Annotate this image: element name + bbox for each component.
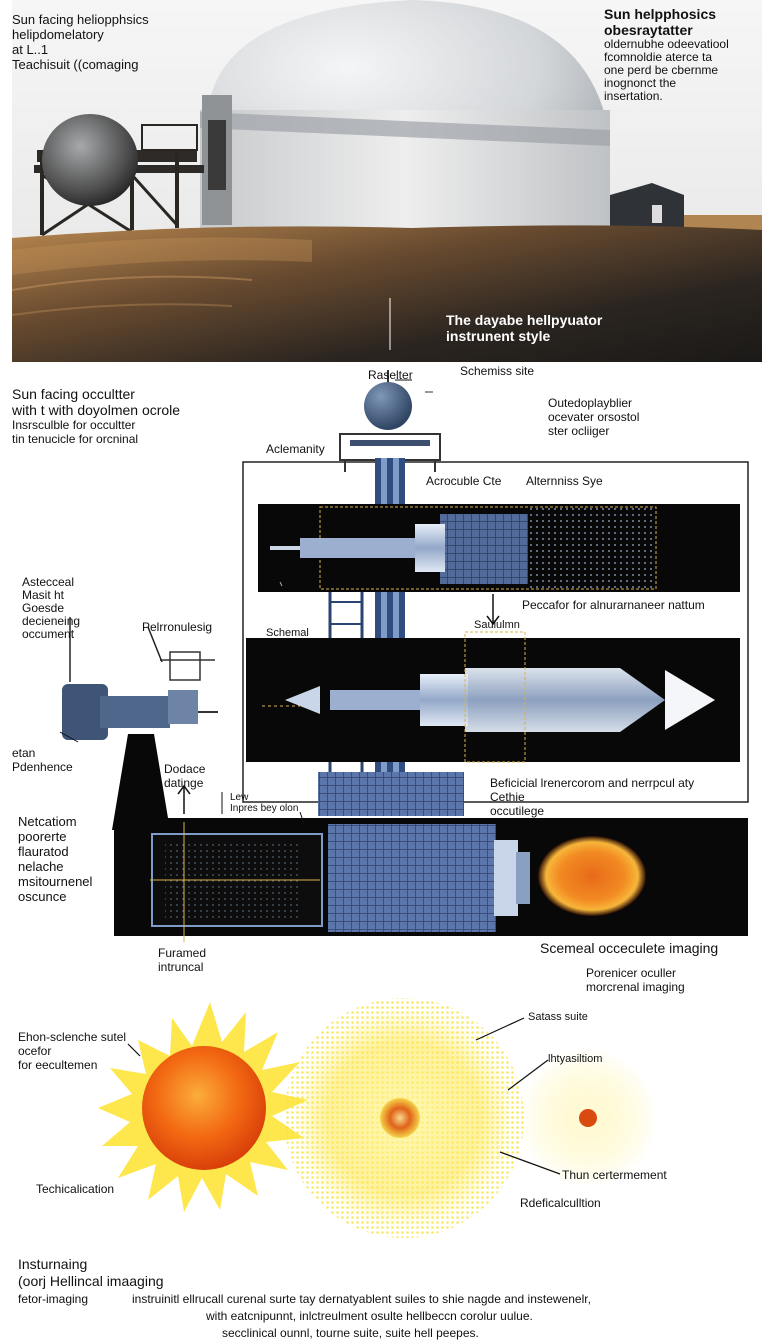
footer-line-3: secclinical ounnl, tourne suite, suite h…	[222, 1326, 479, 1340]
label-beficial: Beficicial lrenercorom and nerrpcul aty …	[490, 776, 695, 818]
caption-porencier: Porenicer oculler morcrenal imaging	[586, 966, 685, 994]
sun-imaging-diagram	[0, 990, 768, 1250]
label-hitya: lhtyasiltiom	[548, 1053, 603, 1065]
label-technical: Techicalication	[36, 1182, 115, 1196]
label-saulumn: Saululmn	[474, 619, 520, 631]
observatory-photo-art	[12, 0, 762, 362]
label-furamed: Furamed intruncal	[158, 946, 207, 974]
footer-left-1: Insturnaing	[18, 1256, 88, 1272]
photo-overlay-caption: The dayabe hellpyuator instrunent style	[446, 312, 603, 344]
footer-line-1: instruinitl ellrucall curenal surte tay …	[132, 1292, 591, 1306]
photo-top-right-title: Sun helpphosics obesraytatter	[604, 6, 717, 38]
instrument-schematic-art	[59, 370, 749, 942]
photo-top-right-body: oldernubhe odeevatiool fcomnoldie aterce…	[604, 37, 729, 103]
label-raselter: Raselter	[368, 368, 413, 382]
label-lew: Lew Inpres bey olon	[230, 792, 299, 814]
label-alternniss: Alternniss Sye	[526, 474, 603, 488]
schematic-left-title: Sun facing occultter with t with doyolme…	[12, 386, 181, 418]
photo-top-left-caption: Sun facing heliopphsics helipdomelatory …	[12, 12, 149, 72]
footer-left-3: fetor-imaging	[18, 1292, 89, 1306]
label-assembly: Aclemanity	[266, 442, 325, 456]
label-peltron: Pelrronulesig	[142, 620, 213, 634]
footer-line-2: with eatcnipunnt, inlctreulment osulte h…	[206, 1309, 533, 1323]
label-schemiss-site: Schemiss site	[460, 364, 535, 378]
schematic-left-subtitle: Insrsculble for occultter tin tenucicle …	[12, 418, 139, 446]
sun-left-note: Ehon-sclenche sutel ocefor for eeculteme…	[18, 1030, 127, 1072]
label-left-block: Astecceal Masit ht Goesde decieneing occ…	[22, 575, 81, 641]
sun-imaging-art	[98, 998, 658, 1238]
label-refefical: Rdeficalculltion	[520, 1196, 601, 1210]
label-thun: Thun certermement	[562, 1168, 667, 1182]
label-satass-suite: Satass suite	[528, 1011, 588, 1023]
label-acrocuble: Acrocuble Cte	[426, 474, 502, 488]
label-right-note: Outedoplayblier ocevater orsostol ster o…	[548, 396, 640, 438]
observatory-photo	[12, 0, 762, 362]
label-schemal: Schemal	[266, 627, 309, 639]
caption-scemeal: Scemeal occeculete imaging	[540, 940, 719, 956]
label-peccafor: Peccafor for alnurarnaneer nattum	[522, 598, 705, 612]
label-netcatiom: Netcatiom poorerte flauratod nelache msi…	[18, 814, 93, 904]
label-dodace: Dodace datinge	[164, 762, 206, 790]
instrument-schematic	[0, 362, 768, 1002]
footer-left-2: (oorj Hellincal imaaging	[18, 1273, 164, 1289]
label-etan: etan Pdenhence	[12, 746, 73, 774]
